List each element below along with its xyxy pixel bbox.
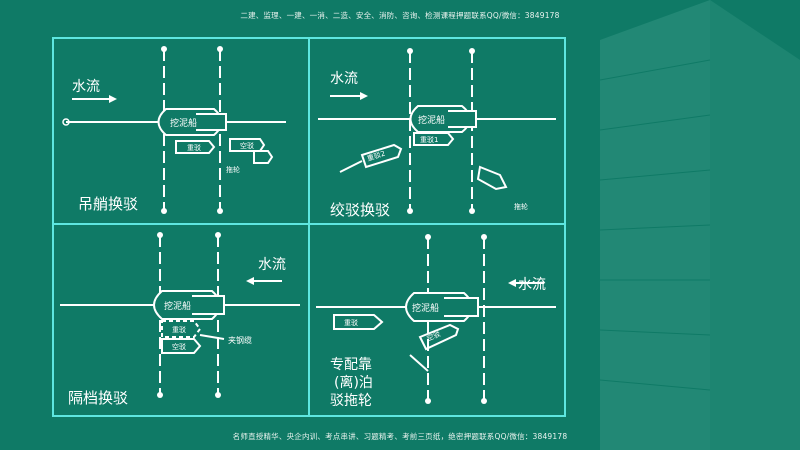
building-watermark [599,0,800,450]
flow-label: 水流 [72,79,100,95]
grid-divider-vertical [308,37,310,417]
empty-barge-label: 空驳 [172,342,186,351]
panel-top-right: 水流 挖泥船 重驳2 重驳1 拖轮 绞驳换驳 [318,48,556,219]
loaded-barge-label: 重驳 [172,326,186,334]
dredger-label: 挖泥船 [164,300,191,312]
flow-label: 水流 [258,257,286,273]
panel-caption-line-3: 驳拖轮 [330,393,372,409]
dredger-label: 挖泥船 [412,302,439,314]
panel-bottom-left: 水流 挖泥船 重驳 空驳 夹钢缆 隔档换驳 [60,232,300,407]
panel-caption-line-1: 专配靠 [330,357,372,373]
panel-caption: 隔档换驳 [68,389,128,407]
loaded-barge-label: 重驳 [187,144,201,152]
loaded-barge-1-label: 重驳1 [420,136,438,144]
panel-caption-line-2: (离)泊 [334,374,373,391]
dredger-label: 挖泥船 [170,117,197,129]
empty-barge-label: 空驳 [240,141,254,150]
panel-bottom-right: 水流 挖泥船 重驳 空驳 专配靠 (离)泊 驳拖轮 [316,234,556,409]
panel-top-left: 水流 挖泥船 重驳 空驳 拖轮 吊艄换驳 [62,46,286,214]
tug-label: 拖轮 [226,165,240,174]
cable-label: 夹钢缆 [228,335,252,345]
dredger-label: 挖泥船 [418,114,445,126]
panel-caption: 吊艄换驳 [78,195,138,213]
header-promo: 二建、监理、一建、一消、二造、安全、消防、咨询、检测课程押题联系QQ/微信：38… [240,11,560,20]
panel-caption: 绞驳换驳 [330,201,390,219]
tug-label: 拖轮 [514,202,528,211]
flow-label: 水流 [518,277,546,293]
grid-divider-horizontal [52,223,566,225]
loaded-barge-label: 重驳 [344,319,358,327]
flow-label: 水流 [330,71,358,87]
footer-promo: 名师直授精华、央企内训、考点串讲、习题精考、考前三页纸，绝密押题联系QQ/微信：… [232,432,568,441]
